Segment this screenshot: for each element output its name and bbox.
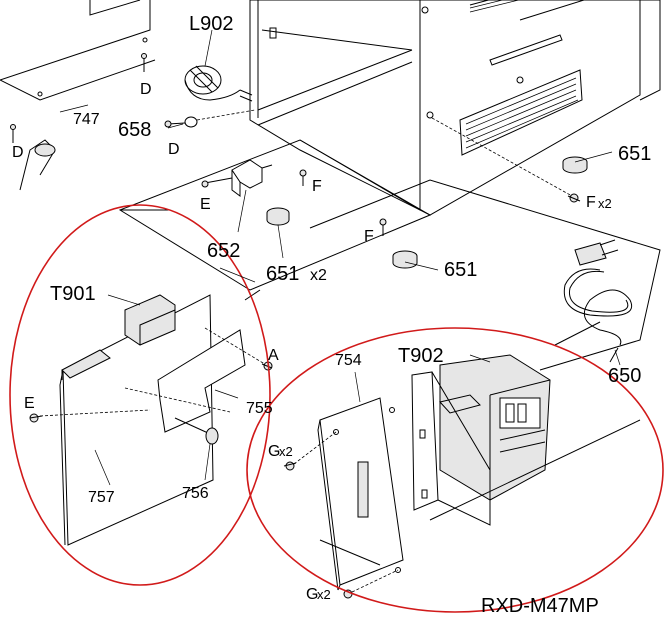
label-l902: L902: [189, 13, 234, 35]
label-e-1: E: [200, 196, 211, 213]
pcb-747: [0, 0, 156, 191]
screw-f-1: [299, 169, 307, 186]
label-754: 754: [335, 352, 362, 369]
label-651-x2-suffix: x2: [310, 267, 327, 284]
bracket-652: [201, 159, 273, 197]
label-e-2: E: [24, 395, 35, 412]
label-651-a: 651: [618, 143, 651, 165]
transformer-group: [283, 354, 641, 599]
label-756: 756: [182, 485, 209, 502]
foot-651-x2: [266, 207, 290, 226]
label-g-x2-a-suffix: x2: [279, 444, 293, 459]
label-g-x2-b: G: [306, 586, 318, 603]
label-t902: T902: [398, 345, 444, 367]
highlight-ring-right: [246, 327, 664, 613]
label-f-x2: F: [586, 194, 596, 211]
highlight-rings: [9, 204, 664, 613]
label-t901: T901: [50, 283, 96, 305]
label-757: 757: [88, 489, 115, 506]
highlight-ring-left: [9, 204, 271, 586]
label-650: 650: [608, 365, 641, 387]
label-658: 658: [118, 119, 151, 141]
foot-651-middle: [392, 250, 418, 269]
label-755: 755: [246, 400, 273, 417]
power-cord-650: [554, 239, 633, 363]
label-652: 652: [207, 240, 240, 262]
vent-grille: [459, 0, 583, 156]
screw-f-2: [379, 218, 387, 236]
label-747: 747: [73, 111, 100, 128]
label-d-2: D: [12, 144, 24, 161]
coil-l902: [164, 65, 256, 128]
label-f-x2-suffix: x2: [598, 196, 612, 211]
label-a: A: [268, 347, 279, 364]
label-d-3: D: [168, 141, 180, 158]
label-g-x2-a: G: [268, 443, 280, 460]
part-labels: L902 747 658 D D D E F F 651 651 651 x2 …: [12, 13, 651, 617]
leader-lines: [59, 29, 621, 486]
label-d-1: D: [140, 81, 152, 98]
label-g-x2-b-suffix: x2: [317, 587, 331, 602]
label-f-2: F: [364, 228, 374, 245]
power-board-group: [29, 209, 273, 546]
label-651-b: 651: [444, 259, 477, 281]
model-label: RXD-M47MP: [481, 595, 599, 617]
label-f-1: F: [312, 178, 322, 195]
label-651-x2: 651: [266, 263, 299, 285]
